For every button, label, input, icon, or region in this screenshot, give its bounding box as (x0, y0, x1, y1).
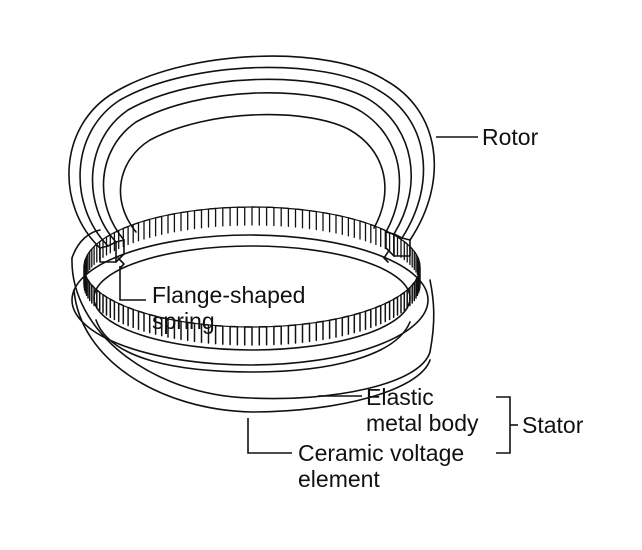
stator-tooth (93, 243, 98, 266)
stator-tooth (167, 213, 176, 234)
stator-tooth (315, 320, 324, 342)
stator-tooth (127, 306, 134, 329)
stator-tooth (322, 211, 331, 233)
stator-tooth (280, 207, 290, 228)
leader-lines (119, 136, 518, 454)
stator-tooth (359, 220, 367, 242)
stator-tooth (193, 209, 203, 230)
ring-drawing (68, 55, 436, 413)
stator-tooth (229, 325, 239, 346)
stator-tooth (384, 300, 391, 323)
elastic-body-label-line2: metal body (366, 410, 479, 436)
stator-tooth (96, 289, 101, 312)
teeth-crown-edge (83, 206, 421, 328)
stator-tooth (388, 231, 395, 254)
stator-tooth (109, 298, 116, 321)
stator-tooth (396, 236, 402, 258)
stator-tooth (258, 326, 268, 346)
stator-tooth (105, 234, 111, 256)
stator-tooth (380, 227, 386, 250)
stator-tooth (364, 308, 372, 330)
stator-tooth (335, 214, 343, 236)
elastic-body-label-line1: Elastic (366, 384, 434, 410)
stator-tooth (328, 318, 337, 339)
stator-tooth (137, 310, 145, 332)
stator-tooth (243, 326, 253, 346)
stator-tooth (102, 293, 108, 316)
stator-tooth (99, 238, 104, 261)
stator-tooth (214, 324, 224, 345)
stator-tooth (143, 218, 151, 240)
ceramic-element-label-line2: element (298, 466, 380, 492)
stator-tooth (222, 206, 231, 227)
stator-tooth (375, 304, 382, 327)
rotor-ring (68, 55, 436, 269)
flange-spring-label-line1: Flange-shaped (152, 282, 305, 308)
stator-tooth (409, 245, 413, 268)
stator-tooth (347, 217, 355, 239)
stator-label: Stator (522, 412, 584, 438)
stator-tooth (294, 208, 304, 229)
stator-tooth (236, 206, 246, 226)
stator-teeth (83, 206, 421, 346)
stator-tooth (265, 206, 275, 227)
stator-tooth (287, 324, 297, 345)
stator-tooth (251, 206, 260, 226)
stator-tooth (353, 312, 361, 334)
ceramic-element-label-line1: Ceramic voltage (298, 440, 464, 466)
stator-tooth (89, 248, 93, 271)
stator-tooth (403, 240, 408, 263)
stator-tooth (117, 302, 125, 325)
stator-tooth (180, 210, 189, 232)
stator-tooth (91, 284, 95, 307)
rotor-label: Rotor (482, 124, 539, 150)
stator-tooth (308, 209, 317, 231)
stator-tooth (154, 215, 163, 237)
flange-spring-label-line2: spring (152, 308, 215, 334)
stator-tooth (392, 296, 399, 318)
stator-tooth (341, 315, 350, 337)
stator-tooth (301, 322, 311, 343)
stator-tooth (207, 207, 217, 228)
stator-tooth (400, 291, 406, 314)
stator-tooth (273, 325, 282, 346)
